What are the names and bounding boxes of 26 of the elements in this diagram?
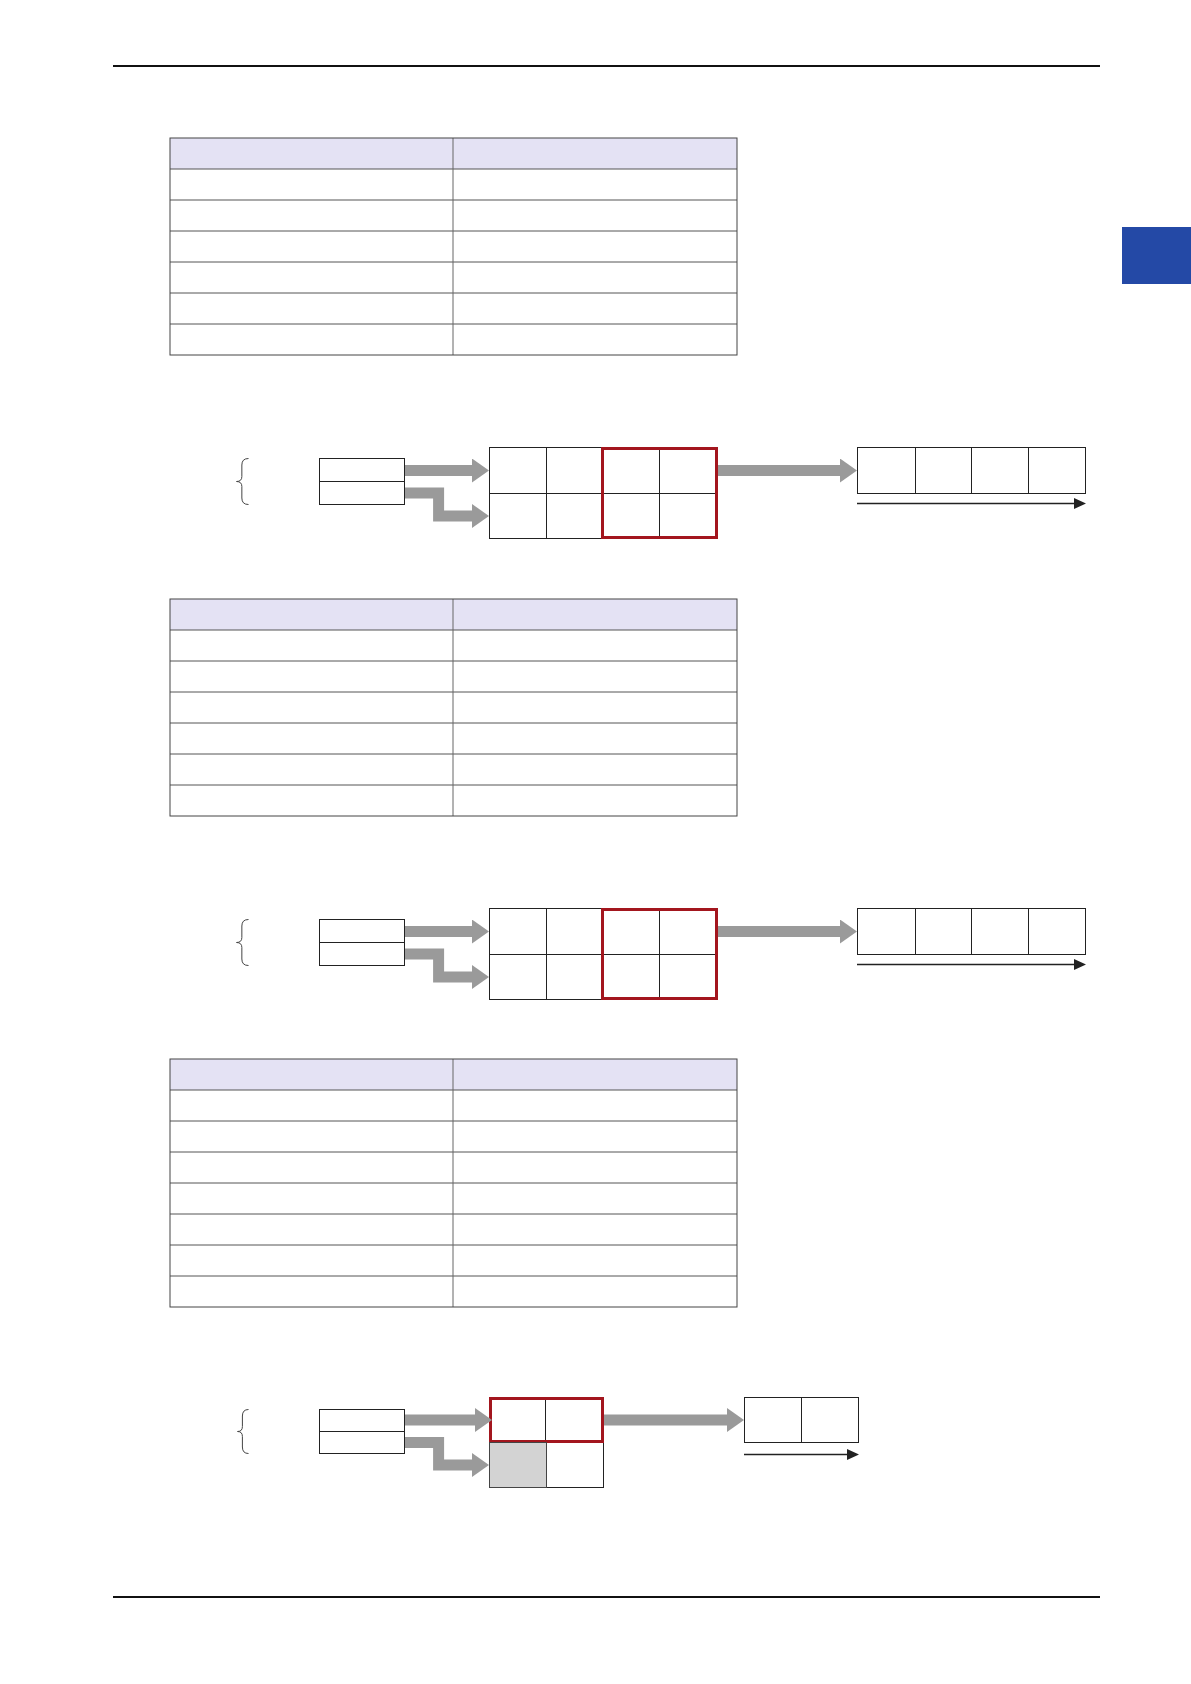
grid-cell [489, 954, 547, 1000]
block-arrow [405, 948, 489, 989]
block-arrow [405, 1437, 489, 1477]
register-row [857, 447, 1086, 494]
highlight-frame [601, 908, 718, 1000]
block-arrow [405, 458, 489, 483]
grid-cell [489, 908, 547, 955]
register-row [744, 1397, 859, 1443]
grid-cell [489, 493, 547, 539]
block-arrow [405, 487, 489, 528]
block-arrow [405, 1408, 492, 1432]
register-cell [319, 919, 405, 943]
block-arrow [718, 458, 857, 483]
grid-cell [489, 447, 547, 494]
register-cell [319, 942, 405, 966]
register-cell [319, 1431, 405, 1454]
register-cell [319, 458, 405, 482]
register-row [857, 908, 1086, 955]
highlight-frame [601, 447, 718, 539]
block-arrow [718, 919, 857, 944]
highlight-frame [489, 1397, 604, 1443]
shaded-cell [489, 1442, 547, 1488]
register-cell [319, 1409, 405, 1432]
register-cell [319, 481, 405, 505]
block-arrow [405, 919, 489, 944]
block-arrow [604, 1408, 744, 1432]
